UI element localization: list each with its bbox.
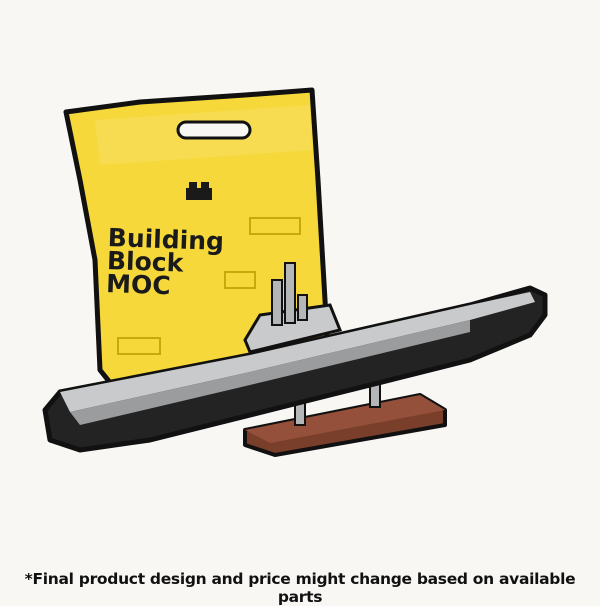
disclaimer-caption: *Final product design and price might ch… [24,570,576,606]
bag-handle-hole [176,120,252,140]
bag-label: Building Block MOC [105,223,225,301]
bag-label-line: MOC [105,268,172,301]
brick-logo-icon [186,182,212,200]
brick-outline-icon [117,217,301,355]
submarine-tower [243,303,343,354]
